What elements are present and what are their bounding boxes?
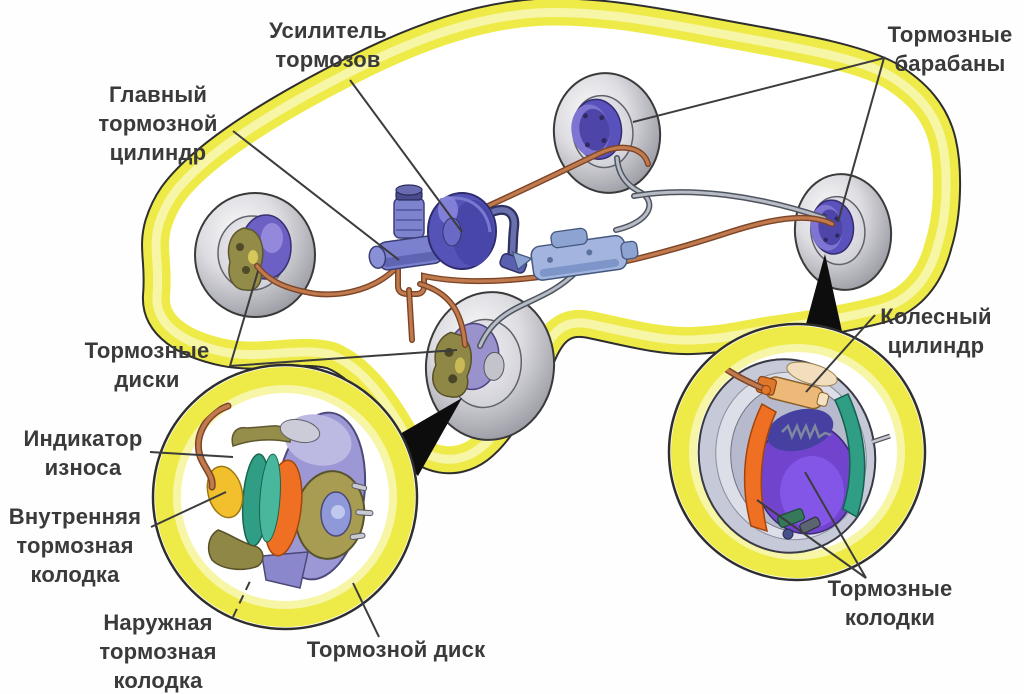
- leader-brake-discs: [228, 270, 458, 368]
- leader-brake-shoes: [756, 471, 867, 579]
- label-brake-discs: Тормозные диски: [84, 338, 210, 392]
- leader-wheel-cylinder: [805, 314, 876, 393]
- wheel-front-left: [194, 192, 316, 318]
- label-inner-brake-pad: Внутренняя тормозная колодка: [8, 504, 142, 587]
- disc-lower-section: [261, 551, 309, 589]
- leader-brake-booster: [349, 79, 463, 233]
- leader-lines: [149, 56, 886, 638]
- caliper-front-left: [227, 227, 264, 291]
- valve-unit: [511, 227, 639, 281]
- wheel-studs: [349, 482, 374, 540]
- return-spring: [781, 422, 832, 441]
- label-brake-booster: Усилитель тормозов: [269, 18, 387, 72]
- wheel-rear-right: [793, 173, 893, 291]
- label-master-cylinder: Главный тормозной цилиндр: [98, 82, 218, 165]
- master-cylinder-assembly: [368, 184, 528, 274]
- label-wear-indicator: Индикатор износа: [23, 426, 143, 480]
- leader-master-cylinder: [232, 130, 400, 261]
- leader-brake-drums: [632, 56, 886, 223]
- fluid-reservoir: [393, 197, 425, 239]
- caliper-front-lower: [432, 331, 472, 398]
- disc-brake-detail-circle: [151, 363, 419, 631]
- label-outer-brake-pad: Наружная тормозная колодка: [99, 610, 217, 693]
- caliper-lower-arm: [207, 529, 264, 571]
- leader-inner-pad: [150, 491, 227, 528]
- label-wheel-cylinder: Колесный цилиндр: [880, 304, 992, 358]
- label-brake-shoes: Тормозные колодки: [827, 576, 953, 630]
- leader-outer-pad: [232, 576, 253, 618]
- brake-shoe-left: [743, 402, 777, 533]
- steel-pipes: [477, 155, 827, 349]
- leader-brake-disc: [352, 582, 380, 638]
- adjuster-parts: [776, 508, 821, 540]
- drum-brake-detail-circle: [667, 322, 927, 582]
- label-brake-disc: Тормозной диск: [306, 637, 486, 662]
- leader-wear-indicator: [149, 451, 234, 458]
- label-brake-drums: Тормозные барабаны: [887, 22, 1013, 76]
- wheel-rear-top: [552, 72, 662, 194]
- brake-shoe-right: [833, 393, 866, 519]
